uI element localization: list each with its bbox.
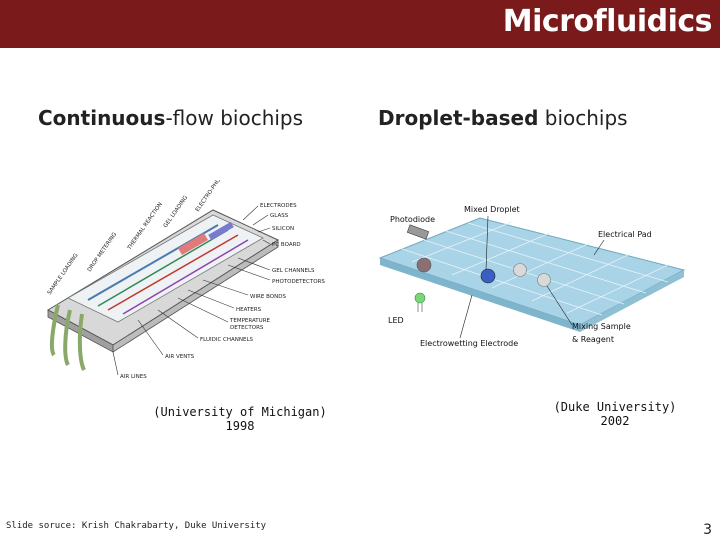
label-drop-metering: DROP METERING <box>87 232 118 273</box>
caption-line2: 1998 <box>225 419 255 433</box>
label-electrowetting: Electrowetting Electrode <box>420 339 518 348</box>
label-pc-board: PC BOARD <box>272 242 301 248</box>
heading-bold: Droplet-based <box>378 106 539 130</box>
caption-line2: 2002 <box>600 414 630 428</box>
slide-source-credit: Slide soruce: Krish Chakrabarty, Duke Un… <box>6 521 267 531</box>
label-gel-channels: GEL CHANNELS <box>272 268 315 274</box>
continuous-flow-heading: Continuous-flow biochips <box>38 106 303 130</box>
droplet-based-caption: (Duke University) 2002 <box>530 400 700 428</box>
continuous-flow-chip-diagram: ELECTRODES GLASS SILICON PC BOARD GEL CH… <box>47 180 326 380</box>
label-fluidic-channels: FLUIDIC CHANNELS <box>200 337 254 343</box>
mixed-droplet <box>480 268 496 284</box>
label-photodetectors: PHOTODETECTORS <box>272 279 325 285</box>
label-silicon: SILICON <box>272 226 294 232</box>
label-electrical-pad: Electrical Pad <box>598 230 652 239</box>
reagent-droplet-2 <box>537 273 551 287</box>
label-air-lines: AIR LINES <box>120 374 147 380</box>
caption-line1: (University of Michigan) <box>153 405 327 419</box>
continuous-flow-caption: (University of Michigan) 1998 <box>140 405 340 433</box>
slide-title: Microfluidics <box>502 4 713 39</box>
droplet-based-heading: Droplet-based biochips <box>378 106 628 130</box>
label-reagent: & Reagent <box>572 335 614 344</box>
label-temperature: TEMPERATURE <box>229 318 271 324</box>
label-glass: GLASS <box>270 213 289 219</box>
led <box>414 292 426 304</box>
heading-rest: biochips <box>538 106 628 130</box>
label-photodiode: Photodiode <box>390 215 435 224</box>
label-heaters: HEATERS <box>236 307 262 313</box>
page-number: 3 <box>703 522 712 538</box>
label-led: LED <box>388 316 404 325</box>
slide-header: Microfluidics <box>0 0 720 48</box>
heading-rest: -flow biochips <box>165 106 304 130</box>
reagent-droplet-1 <box>513 263 527 277</box>
label-mixed-droplet: Mixed Droplet <box>464 205 520 214</box>
heading-bold: Continuous <box>38 106 166 130</box>
label-gel-loading: GEL LOADING <box>163 195 190 229</box>
label-electrodes: ELECTRODES <box>260 203 297 209</box>
photodiode <box>406 224 430 240</box>
caption-line1: (Duke University) <box>553 400 677 414</box>
label-detectors: DETECTORS <box>230 325 264 331</box>
label-air-vents: AIR VENTS <box>165 354 195 360</box>
label-sample-loading: SAMPLE LOADING <box>47 253 80 296</box>
droplet-chip-diagram: Photodiode Mixed Droplet Electrical Pad … <box>378 205 686 348</box>
label-electrophoresis: ELECTRO-PHORESIS <box>195 180 232 213</box>
label-mixing-sample: Mixing Sample <box>572 322 631 331</box>
sample-droplet <box>416 257 432 273</box>
label-wire-bonds: WIRE BONDS <box>250 294 286 300</box>
